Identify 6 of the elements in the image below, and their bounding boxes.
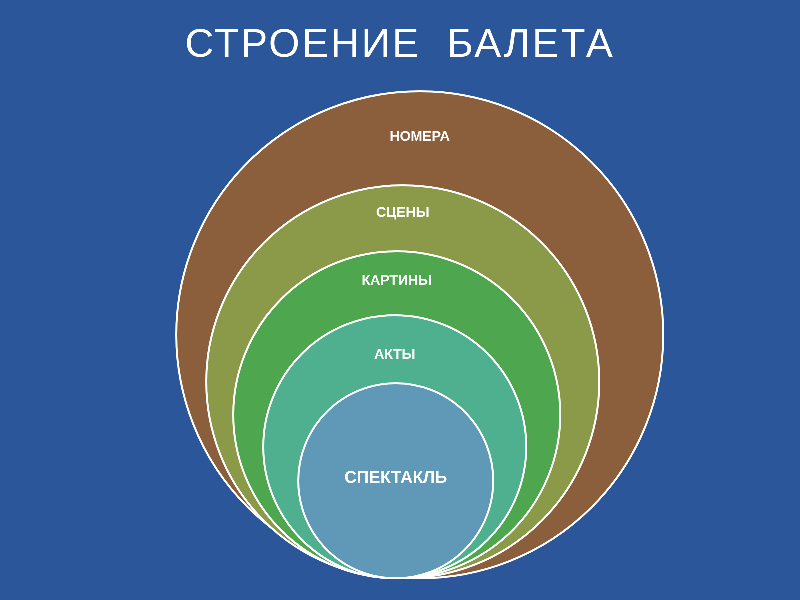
ring-label: АКТЫ: [374, 346, 416, 362]
ring-label: НОМЕРА: [390, 128, 450, 144]
ring-label: СЦЕНЫ: [376, 204, 430, 220]
title: СТРОЕНИЕ БАЛЕТА: [185, 22, 615, 66]
ring-label: КАРТИНЫ: [362, 272, 432, 288]
ring-label: СПЕКТАКЛЬ: [344, 468, 448, 487]
